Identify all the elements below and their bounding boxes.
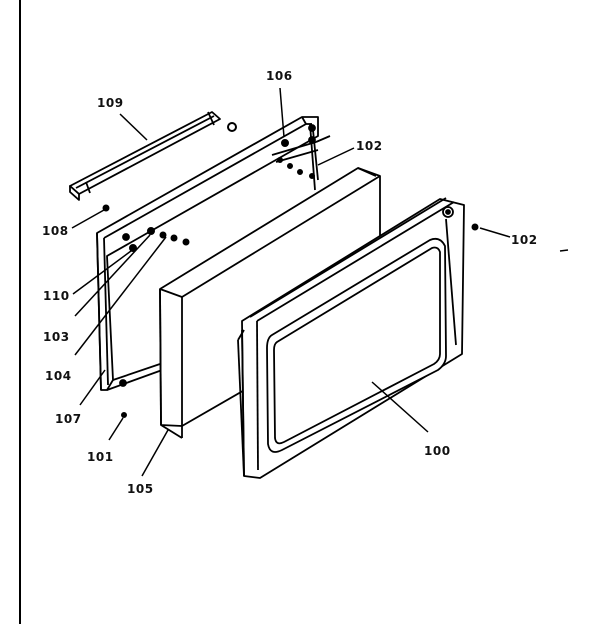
screw-102-a bbox=[277, 157, 283, 163]
label-108: 108 bbox=[42, 224, 69, 238]
leader-110 bbox=[72, 250, 132, 295]
leader-102-top bbox=[317, 147, 355, 166]
screw-104-b bbox=[170, 234, 178, 242]
scan-mark bbox=[559, 249, 569, 252]
screw-104-c bbox=[182, 238, 190, 246]
leader-104 bbox=[74, 236, 167, 356]
leader-107 bbox=[79, 369, 106, 406]
leader-105 bbox=[141, 429, 169, 477]
screw-102-b bbox=[287, 163, 293, 169]
screw-110 bbox=[129, 244, 137, 252]
outer-door-frame bbox=[237, 197, 465, 479]
screw-103 bbox=[147, 227, 155, 235]
screw-102-c bbox=[297, 169, 303, 175]
inner-door-panel bbox=[96, 116, 319, 391]
screw-104-a bbox=[159, 231, 167, 239]
label-109: 109 bbox=[97, 96, 124, 110]
leader-106 bbox=[279, 87, 285, 138]
screw-102-right bbox=[471, 223, 479, 231]
leader-102-right bbox=[479, 227, 511, 238]
label-100: 100 bbox=[424, 444, 451, 458]
label-110: 110 bbox=[43, 289, 70, 303]
label-106: 106 bbox=[266, 69, 293, 83]
leader-101 bbox=[108, 417, 124, 441]
label-105: 105 bbox=[127, 482, 154, 496]
label-104: 104 bbox=[45, 369, 72, 383]
label-103: 103 bbox=[43, 330, 70, 344]
label-101: 101 bbox=[87, 450, 114, 464]
top-trim-bar bbox=[69, 111, 221, 201]
screw-108 bbox=[102, 204, 110, 212]
leader-100 bbox=[371, 381, 429, 433]
label-107: 107 bbox=[55, 412, 82, 426]
label-102-right: 102 bbox=[511, 233, 538, 247]
nut-106 bbox=[281, 139, 289, 147]
leader-103 bbox=[74, 234, 151, 317]
leader-108 bbox=[71, 209, 105, 229]
screw-101 bbox=[121, 412, 127, 418]
leader-109 bbox=[119, 113, 148, 141]
washer-109-end bbox=[227, 122, 237, 132]
screw-102-d bbox=[309, 173, 315, 179]
label-102-top: 102 bbox=[356, 139, 383, 153]
